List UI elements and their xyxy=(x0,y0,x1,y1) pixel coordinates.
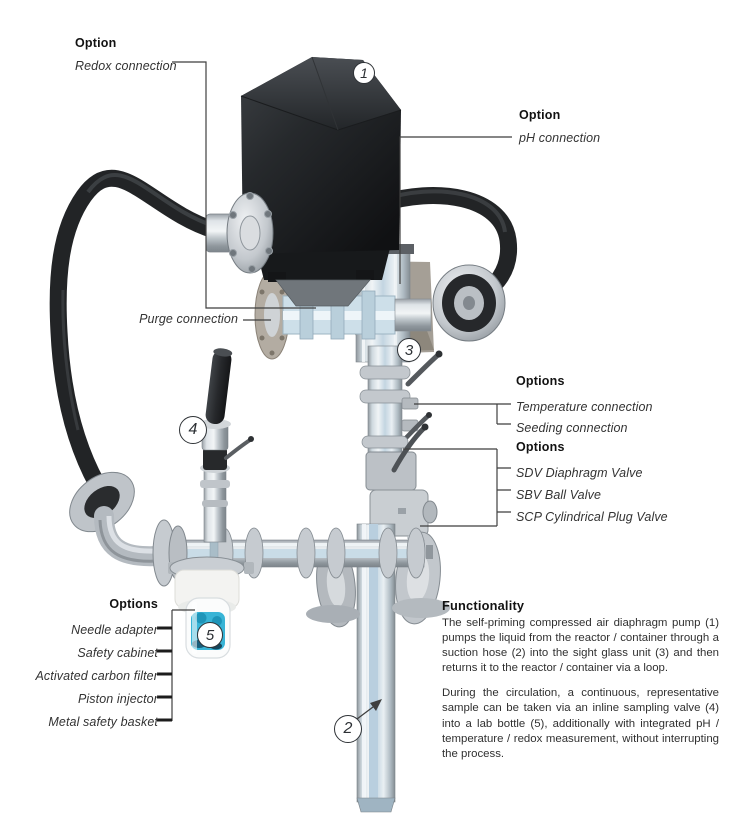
functionality-heading: Functionality xyxy=(442,598,525,613)
marker-2-suction-hose: 2 xyxy=(334,715,362,743)
callout-redox-heading: Option xyxy=(75,36,117,50)
callout-valve-sbv: SBV Ball Valve xyxy=(516,488,602,502)
callout-ph-label: pH connection xyxy=(519,131,601,145)
suction-hose-loop xyxy=(49,169,223,493)
callout-safety-cabinet: Safety cabinet xyxy=(77,645,158,660)
callout-safety-basket: Metal safety basket xyxy=(48,714,158,729)
callout-purge: Purge connection xyxy=(58,312,238,326)
callout-purge-label: Purge connection xyxy=(139,312,238,326)
callout-piston-injector: Piston injector xyxy=(77,691,158,706)
functionality-block: Functionality The self-priming compresse… xyxy=(442,598,719,762)
callout-valves-heading: Options xyxy=(516,440,565,454)
hose-elbow xyxy=(69,471,188,587)
leader-lines xyxy=(157,61,512,722)
functionality-paragraph-1: The self-priming compressed air diaphrag… xyxy=(442,617,719,675)
marker-4-sampling-valve: 4 xyxy=(179,416,207,444)
diaphragm-pump xyxy=(240,56,402,307)
callout-ph: Option pH connection xyxy=(519,108,600,145)
marker-1-pump: 1 xyxy=(353,62,375,84)
callout-needle-adapter: Needle adapter xyxy=(71,623,158,637)
hose-clamp-disc xyxy=(432,264,506,342)
marker-5-lab-bottle: 5 xyxy=(197,622,223,648)
callout-redox-label: Redox connection xyxy=(75,59,177,73)
callout-redox: Option Redox connection xyxy=(75,36,177,73)
callout-valves: Options SDV Diaphragm Valve SBV Ball Val… xyxy=(516,440,668,528)
marker-3-sight-glass: 3 xyxy=(397,338,421,362)
callout-temp-seed: Options Temperature connection Seeding c… xyxy=(516,374,653,438)
callout-accessories: Options Needle adapter Safety cabinet Ac… xyxy=(18,597,158,734)
callout-valve-scp: SCP Cylindrical Plug Valve xyxy=(516,510,668,524)
callout-temp-seed-heading: Options xyxy=(516,374,565,388)
callout-accessories-heading: Options xyxy=(109,597,158,611)
callout-carbon-filter: Activated carbon filter xyxy=(35,668,158,683)
callout-temp-connection: Temperature connection xyxy=(516,400,653,414)
inline-sampling-valve xyxy=(199,348,254,591)
callout-valve-sdv: SDV Diaphragm Valve xyxy=(516,466,643,480)
functionality-paragraph-2: During the circulation, a continuous, re… xyxy=(442,687,719,760)
callout-ph-heading: Option xyxy=(519,108,561,122)
valve-assembly xyxy=(365,423,438,537)
callout-seeding-connection: Seeding connection xyxy=(516,420,628,435)
redox-flange xyxy=(205,192,274,274)
